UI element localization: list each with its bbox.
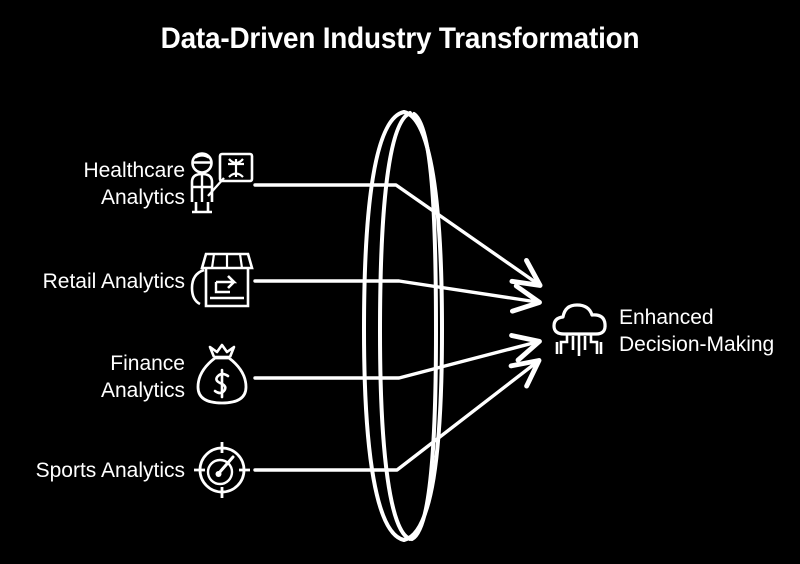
connectors <box>253 183 543 472</box>
source-label-retail: Retail Analytics <box>42 270 185 293</box>
connector-sports <box>253 358 542 472</box>
page-title: Data-Driven Industry Transformation <box>160 22 640 55</box>
icon-finance <box>196 343 248 405</box>
connector-healthcare <box>253 183 543 288</box>
connector-retail <box>253 279 542 314</box>
outcome-label: Enhanced Decision-Making <box>619 306 775 356</box>
icon-sports <box>192 440 252 500</box>
source-label-sports: Sports Analytics <box>35 459 185 482</box>
icon-cloud-computing <box>552 303 607 358</box>
icon-healthcare <box>190 152 254 214</box>
data-lens <box>361 109 445 543</box>
source-label-healthcare: Healthcare Analytics <box>83 159 185 209</box>
source-label-finance: Finance Analytics <box>100 352 185 402</box>
icon-retail <box>190 252 254 308</box>
connector-finance <box>253 333 542 380</box>
